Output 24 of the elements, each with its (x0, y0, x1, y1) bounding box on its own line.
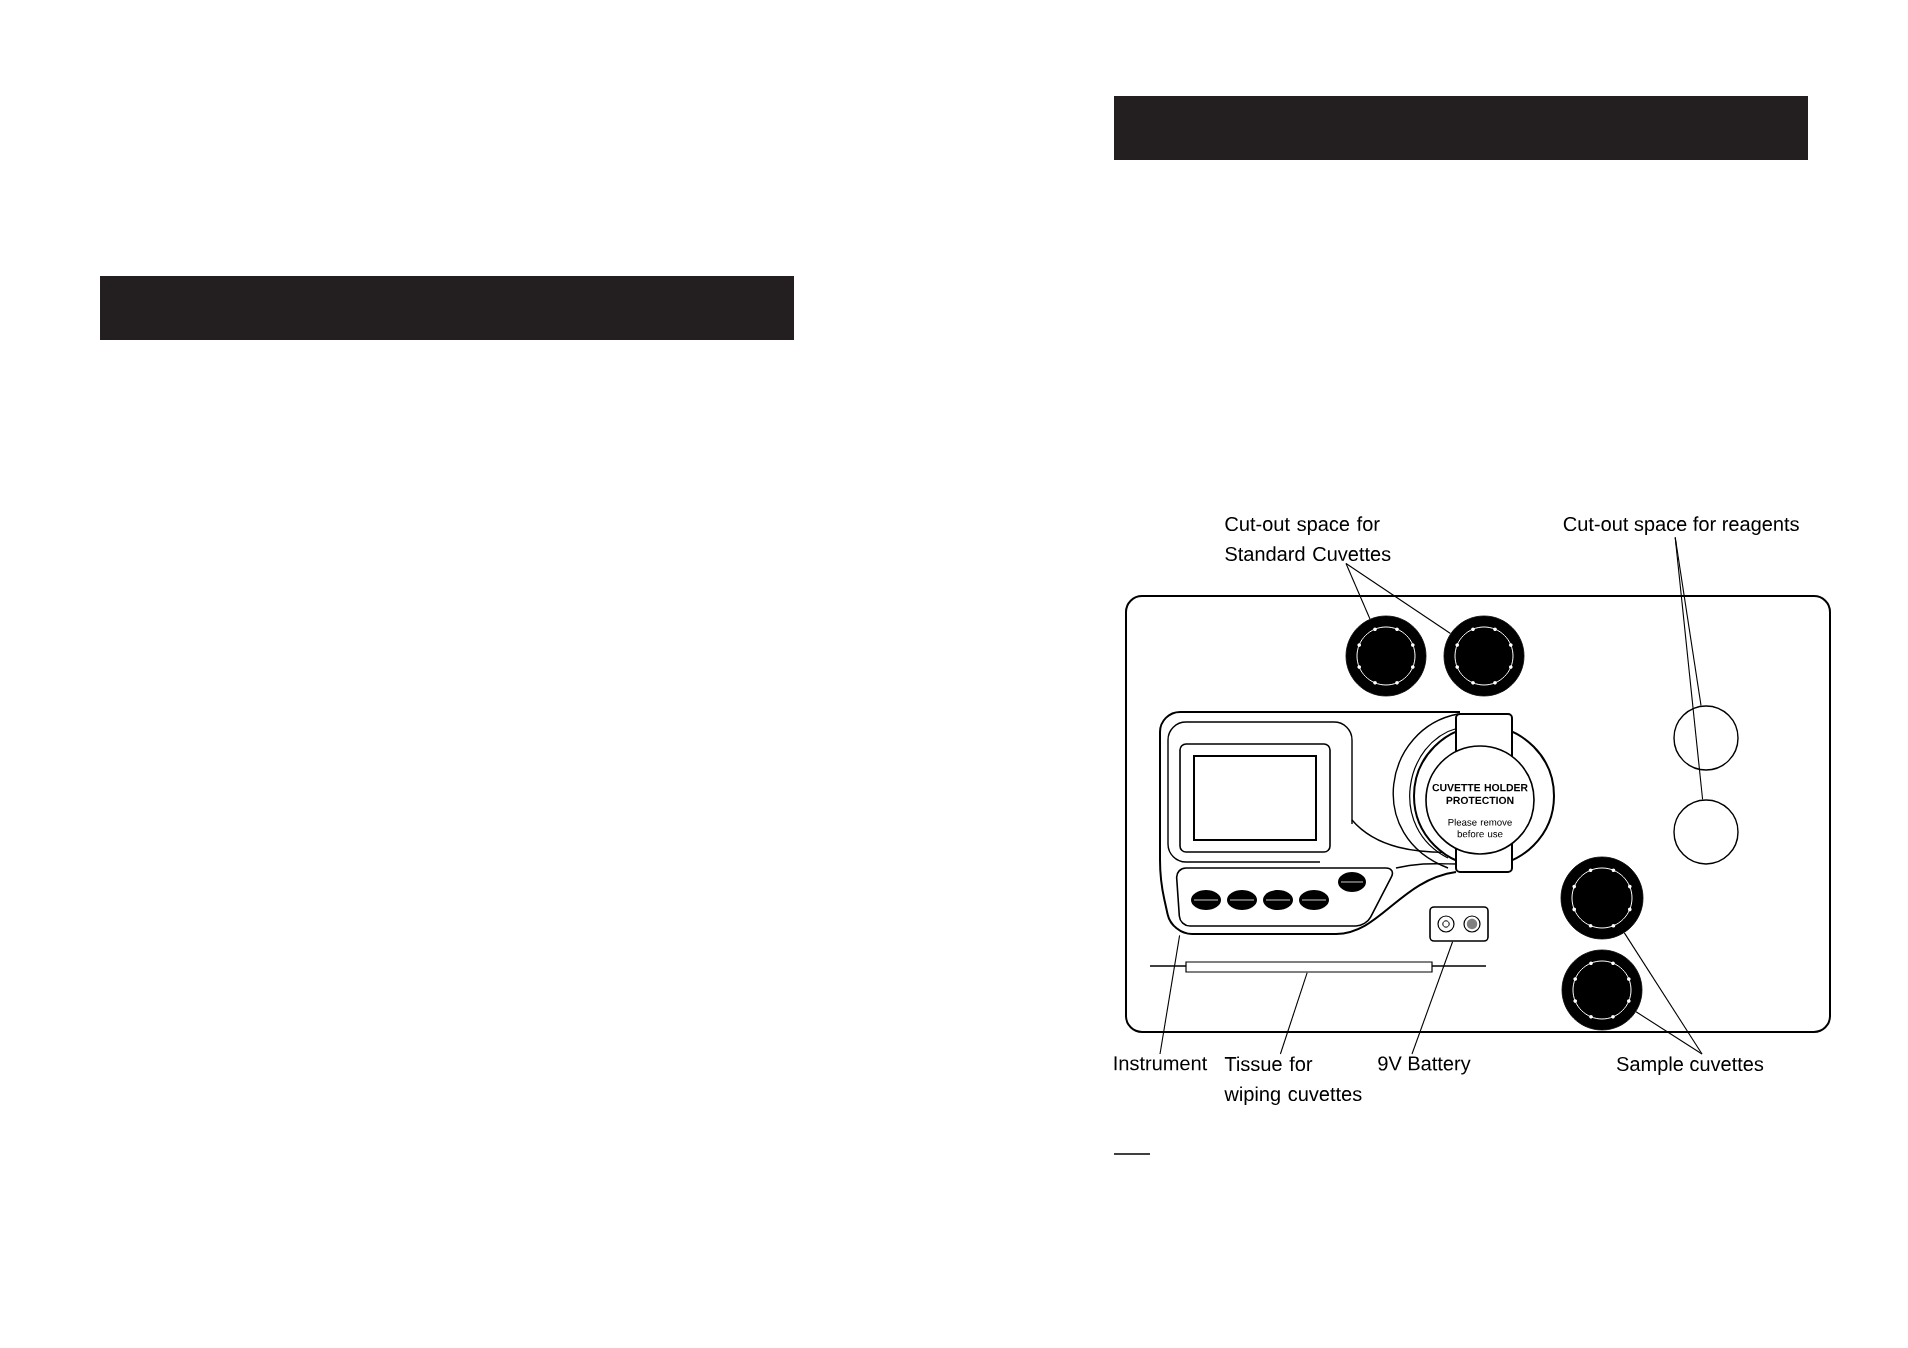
callout-label: Cut-out space for reagents (1563, 516, 1799, 535)
leader-line (1345, 562, 1451, 635)
leader-line (1674, 536, 1704, 800)
leader-line (1623, 932, 1703, 1055)
leader-line (1159, 934, 1181, 1055)
leader-line (1411, 941, 1454, 1055)
cuvette-cap (1560, 856, 1644, 940)
cuvette-cap (1345, 615, 1427, 697)
leader-line (1279, 972, 1308, 1055)
callout-label: Instrument (1114, 1056, 1208, 1071)
callout-label: Cut-out space for Standard Cuvettes (1225, 516, 1391, 562)
cutout-circle (1673, 705, 1739, 771)
leader-line (1345, 562, 1371, 620)
battery-compartment (1429, 906, 1489, 942)
callout-label: Tissue for wiping cuvettes (1224, 1056, 1362, 1105)
leader-line (1635, 1011, 1703, 1055)
cutout-circle (1673, 799, 1739, 865)
meter-drawing (1159, 711, 1555, 935)
callout-label: Sample cuvettes (1617, 1056, 1764, 1075)
leader-line (1674, 536, 1702, 707)
tissue-strip (1185, 961, 1433, 973)
cuvette-cap (1443, 615, 1525, 697)
cuvette-cap (1561, 949, 1643, 1031)
callout-label: 9V Battery (1378, 1056, 1471, 1075)
